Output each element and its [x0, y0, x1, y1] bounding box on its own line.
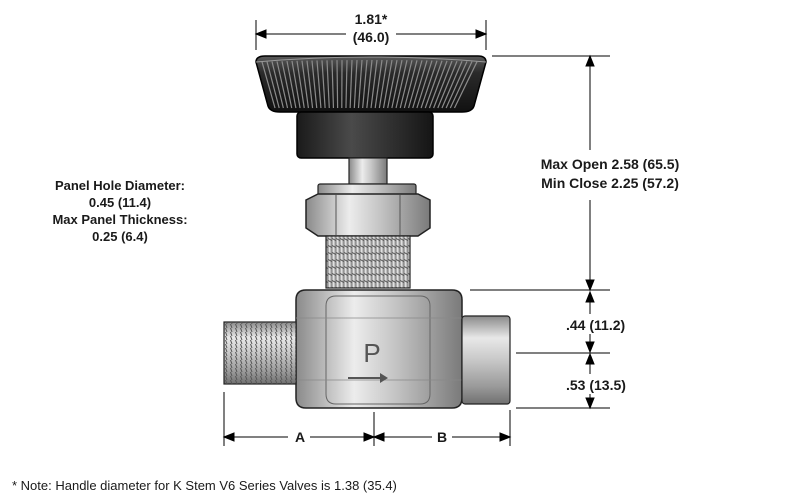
dimension-a-label: A — [294, 429, 306, 445]
dimension-lower-body — [516, 352, 610, 410]
panel-hole-title: Panel Hole Diameter: — [54, 178, 186, 193]
footnote: * Note: Handle diameter for K Stem V6 Se… — [12, 478, 397, 493]
min-close-label: Min Close 2.25 (57.2) — [541, 175, 679, 191]
panel-nut — [305, 193, 431, 237]
handle-width-inches: 1.81* — [354, 11, 388, 27]
dimension-handle-width — [254, 20, 488, 50]
valve-body: P — [295, 289, 463, 409]
valve-stem — [348, 157, 388, 185]
outlet-port — [461, 315, 511, 405]
lower-body-dimension: .53 (13.5) — [566, 377, 626, 393]
dimension-upper-body — [516, 290, 610, 354]
inlet-thread — [223, 321, 297, 385]
handle-width-mm: (46.0) — [352, 29, 390, 45]
upper-body-dimension: .44 (11.2) — [566, 317, 626, 333]
body-mark-p: P — [363, 338, 380, 368]
bonnet-threads — [325, 235, 411, 289]
panel-thickness-title: Max Panel Thickness: — [52, 212, 188, 227]
open-close-heights: Max Open 2.58 (65.5) Min Close 2.25 (57.… — [520, 155, 700, 193]
panel-info: Panel Hole Diameter: 0.45 (11.4) Max Pan… — [30, 177, 210, 245]
dimension-b-label: B — [436, 429, 448, 445]
dimension-a-b — [222, 392, 512, 446]
handle-knob — [255, 55, 487, 113]
panel-thickness-value: 0.25 (6.4) — [92, 229, 148, 244]
max-open-label: Max Open 2.58 (65.5) — [540, 156, 680, 172]
knob-boss — [296, 111, 434, 159]
dimension-overall-height — [470, 54, 610, 292]
panel-hole-value: 0.45 (11.4) — [88, 195, 152, 210]
